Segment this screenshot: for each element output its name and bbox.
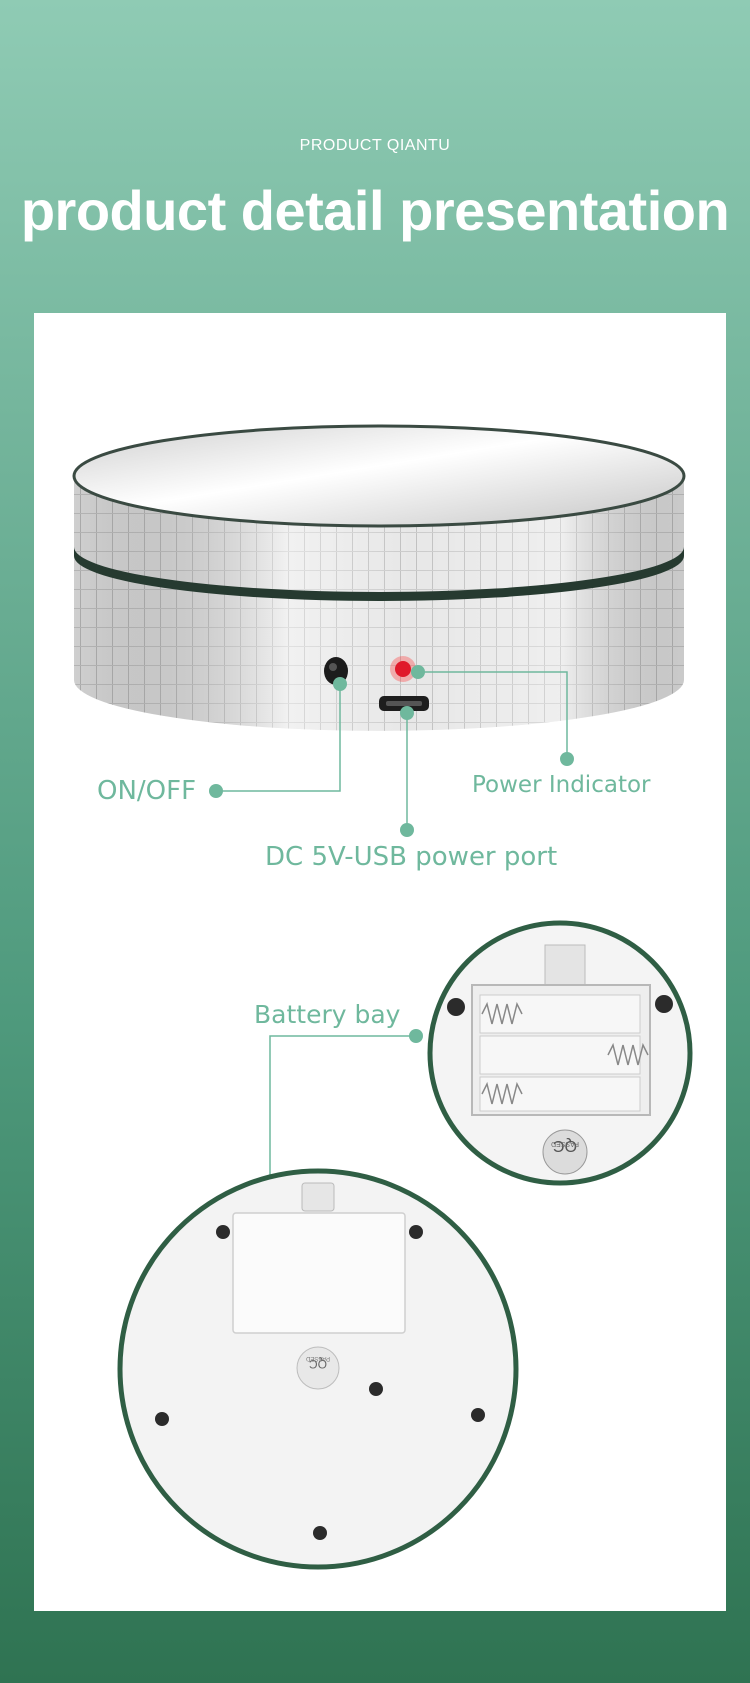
zoom-qc-badge-passed: PASSED: [551, 1140, 579, 1147]
section-subtitle: PRODUCT QIANTU: [299, 137, 451, 154]
battery-bay-label: Battery bay: [254, 1000, 401, 1029]
battery-bay-zoom: [427, 920, 693, 1186]
zoom-qc-badge-text: QC: [553, 1137, 577, 1154]
qc-badge-passed: PASSED: [305, 1355, 330, 1361]
mirror-turntable: [72, 424, 686, 731]
usb-port-label: DC 5V-USB power port: [265, 842, 558, 872]
power-indicator-led: [390, 656, 416, 682]
usb-port: [379, 696, 429, 711]
turntable-bottom: [117, 1168, 519, 1570]
callout-lines: [216, 671, 568, 1213]
page-title: product detail presentation: [20, 179, 730, 242]
qc-badge-text: QC: [309, 1357, 327, 1371]
power-indicator-label: Power Indicator: [472, 772, 651, 798]
on-off-label: ON/OFF: [97, 776, 197, 806]
